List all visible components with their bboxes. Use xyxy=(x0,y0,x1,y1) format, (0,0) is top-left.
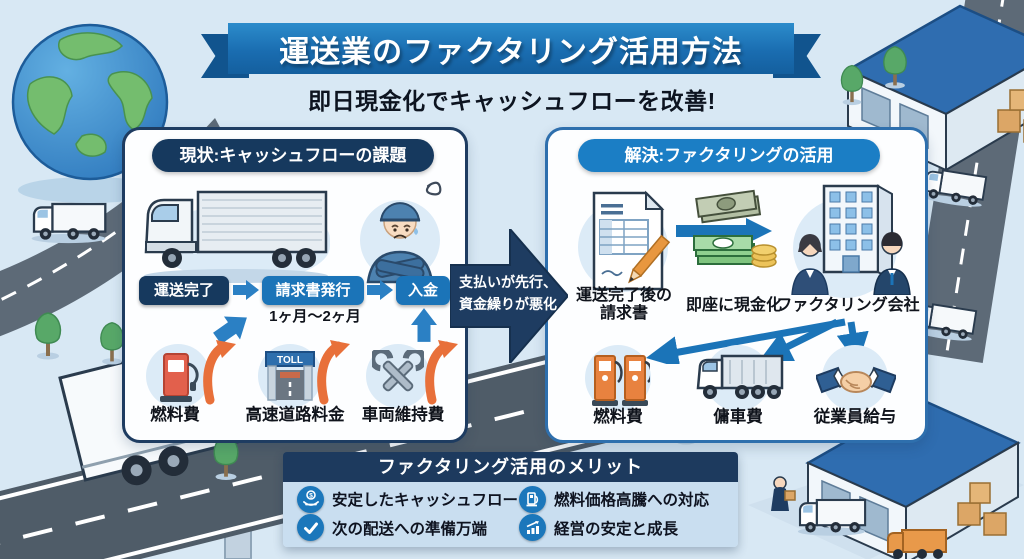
title-banner: 運送業のファクタリング活用方法 xyxy=(228,23,794,74)
use-label-charter: 傭車費 xyxy=(713,408,763,426)
check-icon xyxy=(297,514,324,542)
benefits-body: $ 安定したキャッシュフロー 燃料価格高騰への対応 xyxy=(283,482,738,547)
subtitle: 即日現金化でキャッシュフローを改善! xyxy=(308,88,716,114)
flow-arrow-1-icon xyxy=(233,280,259,300)
use-label-salary: 従業員給与 xyxy=(813,408,897,426)
handshake-icon xyxy=(816,366,896,394)
benefit-item-cashflow: $ 安定したキャッシュフロー xyxy=(297,485,519,513)
flow-duration: 1ヶ月〜2ヶ月 xyxy=(269,308,361,325)
transition-line-2: 資金繰りが悪化 xyxy=(459,295,557,312)
cost-label-fuel: 燃料費 xyxy=(150,406,200,424)
cash-label: 即座に現金化 xyxy=(685,297,782,314)
businessman-figure xyxy=(873,232,911,295)
use-label-fuel: 燃料費 xyxy=(593,408,643,426)
worried-driver-icon xyxy=(360,181,442,284)
current-panel-header: 現状:キャッシュフローの課題 xyxy=(152,139,434,172)
flow-arrow-2-icon xyxy=(367,280,393,300)
flow-up-arrow-icon xyxy=(411,308,437,342)
small-truck-left xyxy=(30,202,107,245)
title-text: 運送業のファクタリング活用方法 xyxy=(279,35,743,69)
solution-panel-header: 解決:ファクタリングの活用 xyxy=(578,139,880,172)
crossed-wrenches-icon xyxy=(372,350,424,392)
svg-text:$: $ xyxy=(309,493,313,500)
invoice-icon xyxy=(592,190,671,291)
cost-label-toll: 高速道路料金 xyxy=(245,406,345,424)
cost-label-maintenance: 車両維持費 xyxy=(361,406,445,424)
cost-rise-arrow-1-icon xyxy=(203,340,236,405)
cost-rise-arrow-2-icon xyxy=(317,340,350,405)
warehouse-bottom-right xyxy=(748,397,1024,559)
fuel-pump-icon xyxy=(519,485,547,513)
factoring-company-icon xyxy=(791,184,911,295)
transition-text: 支払いが先行、 資金繰りが悪化 xyxy=(452,272,564,315)
invoice-label: 運送完了後の 請求書 xyxy=(575,287,672,323)
benefits-header: ファクタリング活用のメリット xyxy=(283,452,738,482)
worker-figure xyxy=(771,476,796,511)
benefit-item-growth: 経営の安定と成長 xyxy=(519,514,724,542)
businesswoman-figure xyxy=(791,234,829,295)
svg-text:TOLL: TOLL xyxy=(277,355,303,366)
transition-line-1: 支払いが先行、 xyxy=(459,274,557,290)
cost-rise-arrow-3-icon xyxy=(425,340,458,405)
benefit-item-fuel-price: 燃料価格高騰への対応 xyxy=(519,485,724,513)
flow-diagonal-arrow-icon xyxy=(213,316,247,345)
toll-gate-icon: TOLL xyxy=(265,351,315,401)
benefits-box: ファクタリング活用のメリット $ 安定したキャッシュフロー xyxy=(283,452,738,547)
cash-icon xyxy=(693,189,777,268)
flow-step-payment: 入金 xyxy=(396,276,450,305)
fuel-pumps-icon xyxy=(592,355,650,406)
panel-truck-icon xyxy=(144,190,328,283)
company-label: ファクタリング会社 xyxy=(776,297,920,314)
truck-icon xyxy=(696,354,784,399)
flow-step-delivery-done: 運送完了 xyxy=(139,276,229,305)
growth-chart-icon xyxy=(519,514,547,542)
benefit-item-ready: 次の配送への準備万端 xyxy=(297,514,519,542)
transition-arrow-icon xyxy=(450,229,568,363)
fuel-pump-icon xyxy=(160,353,199,402)
coin-hand-icon: $ xyxy=(297,485,324,513)
flow-step-invoice-issue: 請求書発行 xyxy=(262,276,364,305)
